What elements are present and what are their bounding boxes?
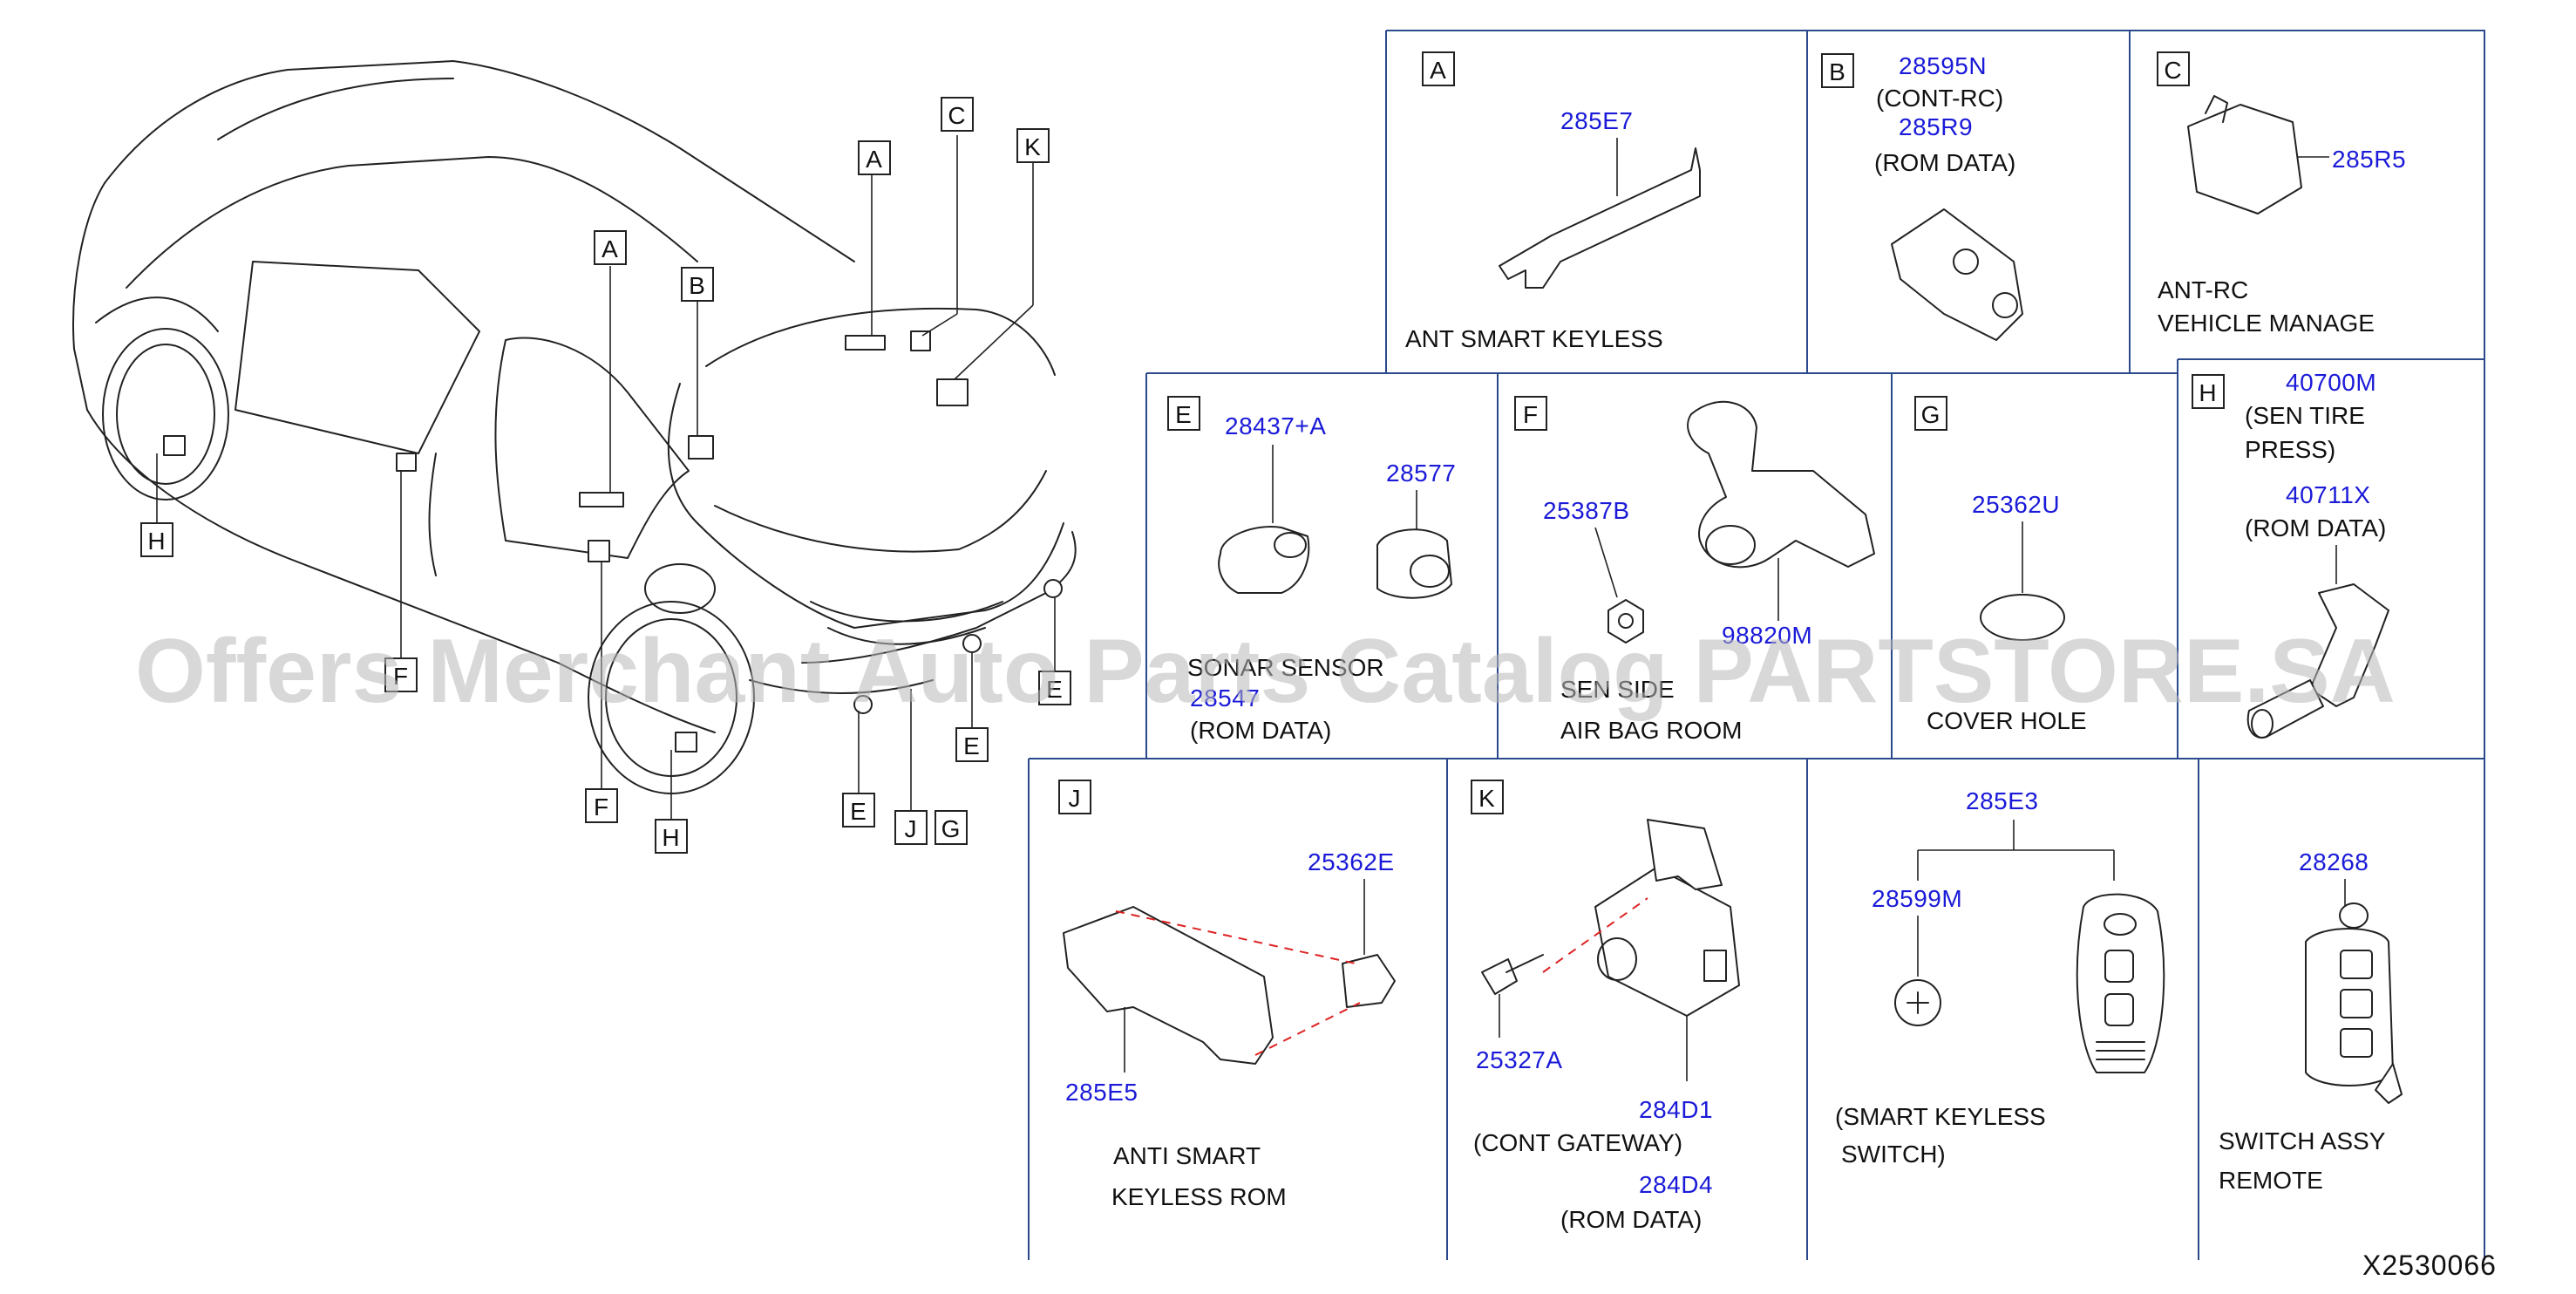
callout-k: K [1024,133,1042,160]
part-28437a: 28437+A [1225,412,1326,439]
panel-j-caption-2: KEYLESS ROM [1111,1183,1287,1210]
panel-k-letter: K [1478,785,1496,812]
part-28577: 28577 [1386,460,1456,487]
watermark: Offers Merchant Auto Parts Catalog PARTS… [135,621,2396,722]
part-98820m: 98820M [1722,622,1812,649]
panel-sk-caption-2: SWITCH) [1841,1141,1946,1168]
panel-h-letter: H [2199,379,2217,406]
panel-remote: 28268 SWITCH ASSY REMOTE [2219,848,2403,1194]
smart-key-fob-part [2076,893,2165,1073]
callout-c: C [948,102,966,129]
panel-sk-caption-1: (SMART KEYLESS [1835,1103,2046,1130]
part-28268: 28268 [2299,848,2369,875]
panel-grid [1028,30,2485,1260]
panel-h: H 40700M (SEN TIRE PRESS) 40711X (ROM DA… [2192,369,2389,739]
diagram-code: X2530066 [2362,1250,2497,1281]
car-illustration [72,60,1077,794]
panel-b: B 28595N (CONT-RC) 285R9 (ROM DATA) [1821,52,2023,341]
panel-rm-caption-2: REMOTE [2219,1167,2323,1194]
panel-j-letter: J [1069,785,1082,812]
car-leader-lines [156,135,1056,820]
panel-a: A 285E7 ANT SMART KEYLESS [1405,51,1701,352]
panel-e-letter: E [1175,401,1193,428]
callout-e-left: E [850,798,867,825]
callout-f-rear: F [393,663,409,690]
part-285e3: 285E3 [1966,787,2038,814]
panel-c-caption-1: ANT-RC [2158,276,2248,303]
panel-a-letter: A [1430,57,1447,84]
part-285r5: 285R5 [2332,146,2406,173]
callout-a-lower: A [602,235,619,262]
callout-j: J [905,815,918,842]
part-25327a: 25327A [1476,1046,1563,1073]
tire-pressure-sensor-part [2309,583,2389,707]
part-285r9: 285R9 [1899,113,1973,140]
callout-f-front: F [594,793,609,821]
part-285e7: 285E7 [1560,107,1633,134]
part-285e5: 285E5 [1065,1079,1138,1106]
panel-g: G 25362U COVER HOLE [1914,396,2087,734]
panel-e-caption-1: SONAR SENSOR [1187,654,1384,681]
cover-hole-part [1980,594,2065,641]
callout-b: B [689,272,706,299]
callout-h-rear: H [147,528,166,555]
cont-gateway-part [1594,867,1740,1017]
part-25362e: 25362E [1308,848,1395,875]
anti-smart-keyless-rom-part [1063,906,1274,1065]
part-25387b: 25387B [1543,497,1630,524]
panel-rm-caption-1: SWITCH ASSY [2219,1127,2386,1154]
part-28547: 28547 [1190,684,1260,712]
panel-k-caption-1: (CONT GATEWAY) [1473,1129,1682,1156]
panel-e: E 28437+A 28577 SONAR SENSOR 28547 (ROM … [1167,396,1456,744]
ant-smart-keyless-part [1499,147,1701,289]
panel-f-caption-1: SEN SIDE [1560,676,1675,703]
callout-e-center: E [963,732,981,759]
callout-e-right: E [1046,676,1064,703]
remote-key-part [2305,928,2394,1086]
panel-b-letter: B [1829,58,1846,85]
bolt-part [1481,958,1518,995]
part-40711x: 40711X [2286,481,2370,508]
callout-a-upper: A [866,146,883,173]
part-28595n: 28595N [1899,52,1987,79]
cont-rc-part [1891,208,2023,341]
note-cont-rc: (CONT-RC) [1876,85,2003,112]
note-sen-tire: (SEN TIRE [2245,402,2365,429]
panel-k: K 25327A 284D1 (CONT GATEWAY) 284D4 (ROM… [1471,780,1740,1233]
panel-a-caption: ANT SMART KEYLESS [1405,325,1663,352]
note-press: PRESS) [2245,436,2335,463]
panel-f: F 25387B 98820M SEN SIDE AIR BAG ROOM [1514,396,1875,744]
car-callouts: A C K A B H F F H E J G E E [140,97,1071,854]
panel-smart-keyless: 285E3 28599M (SMART KEYLESS SWITCH) [1835,787,2165,1168]
panel-e-caption-2: (ROM DATA) [1190,717,1331,744]
panel-c-caption-2: VEHICLE MANAGE [2158,310,2375,337]
panel-f-caption-2: AIR BAG ROOM [1560,717,1742,744]
part-284d4: 284D4 [1639,1171,1713,1198]
part-284d1: 284D1 [1639,1096,1713,1123]
ant-smart-keyless-on-car [845,335,886,351]
panel-g-caption: COVER HOLE [1927,707,2087,734]
clip-part [1342,954,1396,1008]
ant-rc-part [2187,104,2302,215]
panel-j-caption-1: ANTI SMART [1113,1142,1261,1169]
callout-h-front: H [662,824,680,851]
part-40700m: 40700M [2286,369,2376,396]
panel-k-caption-2: (ROM DATA) [1560,1206,1702,1233]
sonar-bracket-part [1376,528,1452,599]
panel-c: C 285R5 ANT-RC VEHICLE MANAGE [2157,51,2406,337]
panel-f-letter: F [1523,401,1539,428]
callout-g: G [941,815,962,842]
panel-c-letter: C [2164,57,2182,84]
part-28599m: 28599M [1872,885,1962,912]
panel-g-letter: G [1921,401,1941,428]
sonar-sensor-part [1218,526,1310,594]
panel-j: J 25362E 285E5 ANTI SMART KEYLESS ROM [1058,780,1396,1210]
part-25362u: 25362U [1972,491,2060,518]
note-rom-data-b: (ROM DATA) [1874,149,2015,176]
air-bag-sensor-part [1687,400,1875,569]
note-rom-data-h: (ROM DATA) [2245,514,2386,541]
nut-part [1607,599,1644,644]
